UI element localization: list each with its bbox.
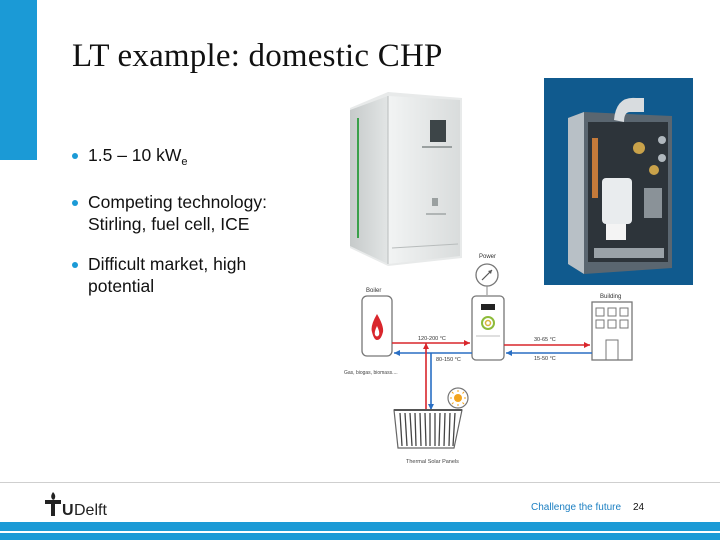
- boiler-label: Boiler: [366, 288, 381, 294]
- footer-divider: [0, 482, 720, 483]
- building-icon: [591, 301, 633, 361]
- accent-bar: [0, 0, 37, 160]
- temp-label-cold-right: 15-50 °C: [534, 356, 556, 362]
- temp-label-hot-left: 120-200 °C: [418, 336, 446, 342]
- temp-label-cold-left: 80-150 °C: [436, 357, 461, 363]
- footer-bar-bottom: [0, 533, 720, 540]
- chp-unit-photo: [350, 92, 462, 266]
- bullet-dot-icon: [72, 200, 78, 206]
- chp-schematic-diagram: Boiler Gas, biogas, biomass.... Power Bu…: [344, 254, 633, 465]
- solar-panel-icon: [393, 409, 463, 449]
- svg-text:Delft: Delft: [74, 502, 107, 519]
- page-number: 24: [633, 502, 645, 513]
- bullet-item: Competing technology: Stirling, fuel cel…: [72, 191, 312, 235]
- bullet-text: Difficult market, high potential: [88, 254, 247, 296]
- footer-tagline: Challenge the future: [531, 502, 622, 513]
- spiral-icon: [481, 316, 495, 330]
- svg-text:U: U: [62, 502, 74, 519]
- fuel-label: Gas, biogas, biomass....: [344, 370, 398, 376]
- bullet-list: 1.5 – 10 kWe Competing technology: Stirl…: [72, 144, 312, 315]
- bullet-item: 1.5 – 10 kWe: [72, 144, 312, 173]
- footer-bar-top: [0, 522, 720, 531]
- bullet-dot-icon: [72, 262, 78, 268]
- power-label: Power: [479, 254, 496, 260]
- bullet-dot-icon: [72, 153, 78, 159]
- bullet-text: 1.5 – 10 kW: [88, 145, 182, 165]
- bullet-item: Difficult market, high potential: [72, 253, 312, 297]
- tudelft-logo: U Delft: [45, 492, 107, 519]
- chp-internals-photo: [544, 78, 693, 285]
- bullet-subscript: e: [181, 156, 188, 168]
- slide-title: LT example: domestic CHP: [72, 38, 443, 74]
- bullet-text: Competing technology: Stirling, fuel cel…: [88, 192, 267, 234]
- solar-panel-label: Thermal Solar Panels: [406, 459, 459, 465]
- building-label: Building: [600, 294, 621, 300]
- temp-label-hot-right: 30-65 °C: [534, 337, 556, 343]
